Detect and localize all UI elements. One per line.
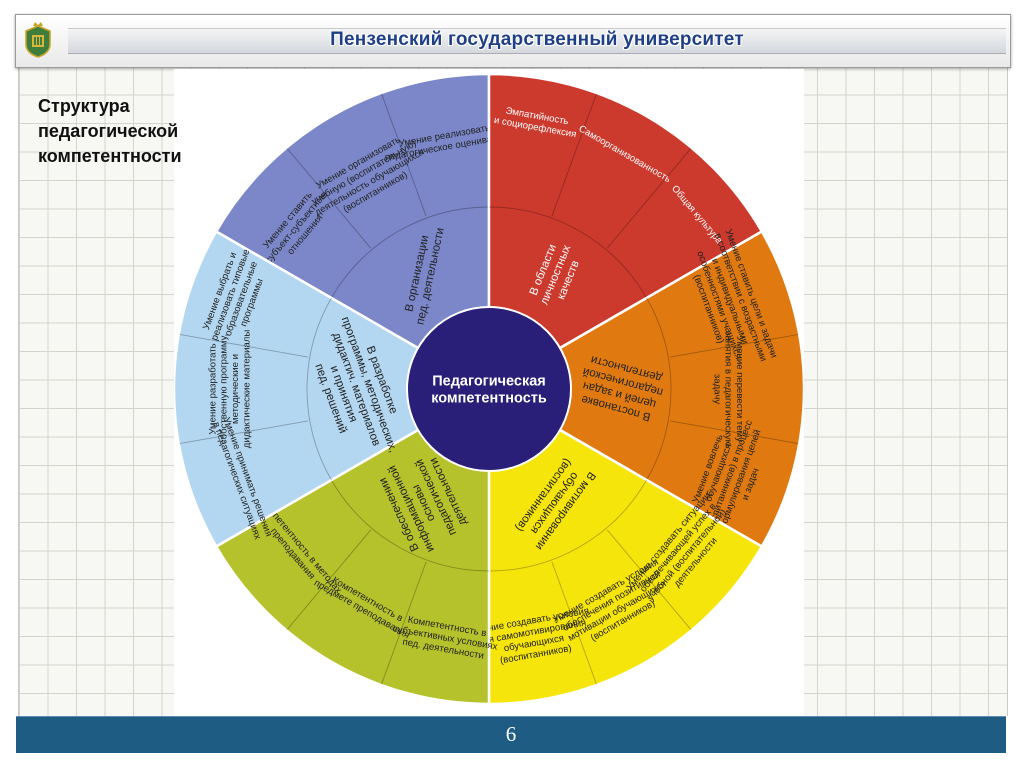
item-divider bbox=[286, 529, 372, 630]
center-circle bbox=[406, 306, 572, 472]
sector-inner-border bbox=[488, 479, 648, 572]
item-divider bbox=[551, 93, 597, 217]
item-divider bbox=[286, 148, 372, 249]
slide-title: Структура педагогической компетентности bbox=[38, 94, 228, 169]
competence-item: Умение ставить цели и задачив соответств… bbox=[680, 228, 779, 375]
coat-of-arms-icon bbox=[25, 22, 51, 58]
item-divider bbox=[179, 334, 308, 358]
sector-inner-border bbox=[306, 297, 332, 481]
competence-item: Умение перевести темузанятия в педагогич… bbox=[711, 331, 745, 447]
slide-title-line: педагогической bbox=[38, 121, 179, 141]
footer-bar: 6 bbox=[16, 716, 1006, 753]
item-divider bbox=[606, 529, 692, 630]
item-divider bbox=[381, 93, 427, 217]
item-divider bbox=[179, 420, 308, 444]
item-divider bbox=[670, 420, 799, 444]
sector-inner-border bbox=[330, 206, 490, 299]
header-bar: Пензенский государственный университет bbox=[15, 14, 1011, 68]
competence-wheel: Умение ставитьсубъект-субъектныеотношени… bbox=[174, 72, 804, 706]
sector-inner-border bbox=[646, 297, 672, 481]
item-divider bbox=[606, 148, 692, 249]
title-stripe: Пензенский государственный университет bbox=[68, 28, 1006, 54]
slide-title-line: компетентности bbox=[38, 146, 182, 166]
item-divider bbox=[381, 561, 427, 685]
slide-title-line: Структура bbox=[38, 96, 130, 116]
page-number: 6 bbox=[505, 722, 517, 746]
competence-item: Умение разработатьсобственную программу,… bbox=[207, 330, 252, 449]
item-divider bbox=[670, 334, 799, 358]
item-divider bbox=[551, 561, 597, 685]
university-title: Пензенский государственный университет bbox=[330, 29, 744, 50]
sector-inner-border bbox=[488, 206, 648, 299]
sector-inner-border bbox=[330, 479, 490, 572]
